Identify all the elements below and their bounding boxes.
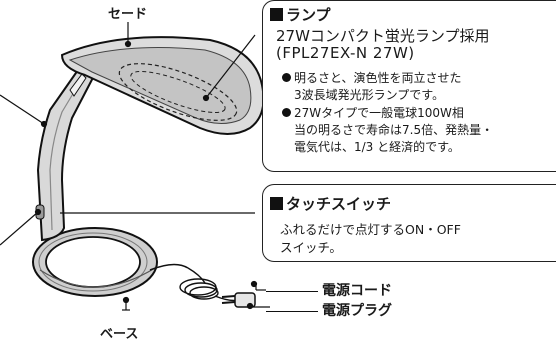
lamp-info-box <box>262 0 556 172</box>
square-bullet-icon <box>270 8 283 21</box>
lamp-heading: ランプ <box>270 4 331 25</box>
power-plug-text: 電源プラグ <box>322 303 392 319</box>
switch-info-box <box>262 184 556 262</box>
square-bullet-icon <box>270 197 283 210</box>
lamp-arm <box>35 66 100 242</box>
lamp-bullet1-line2: 3波長域発光形ランプです。 <box>294 88 445 102</box>
lamp-spec-line2: (FPL27EX-N 27W) <box>276 44 415 62</box>
power-plug-label: 電源プラグ <box>266 300 392 320</box>
lamp-base <box>32 227 158 297</box>
dot-bullet-icon <box>282 73 291 82</box>
switch-heading-text: タッチスイッチ <box>286 195 392 213</box>
lamp-bullet2-line3: 電気代は、1/3 と経済的です。 <box>294 140 460 154</box>
lamp-bullet2-line2: 当の明るさで寿命は7.5倍、発熱量・ <box>294 123 494 137</box>
lamp-heading-text: ランプ <box>286 6 331 24</box>
shade-label: セード <box>108 7 148 22</box>
switch-desc-line2: スイッチ。 <box>280 240 342 255</box>
lamp-spec-line1: 27Wコンパクト蛍光ランプ採用 <box>276 27 490 45</box>
lamp-bullet1: 明るさと、演色性を両立させた <box>282 69 462 86</box>
power-cord-text: 電源コード <box>322 283 392 299</box>
power-cord <box>149 263 239 302</box>
leader-lines <box>0 22 270 311</box>
switch-heading: タッチスイッチ <box>270 193 391 214</box>
lamp-bullet2-line1: 27Wタイプで一般電球100W相 <box>294 106 464 120</box>
fluorescent-tube <box>118 63 238 121</box>
lamp-bullet2: 27Wタイプで一般電球100W相 <box>282 104 464 121</box>
dot-bullet-icon <box>282 108 291 117</box>
lamp-bullet1-line1: 明るさと、演色性を両立させた <box>294 71 462 85</box>
lamp-shade <box>60 36 265 135</box>
base-label: ベース <box>100 327 139 342</box>
switch-desc-line1: ふれるだけで点灯するON・OFF <box>280 222 461 237</box>
power-cord-label: 電源コード <box>266 280 392 300</box>
